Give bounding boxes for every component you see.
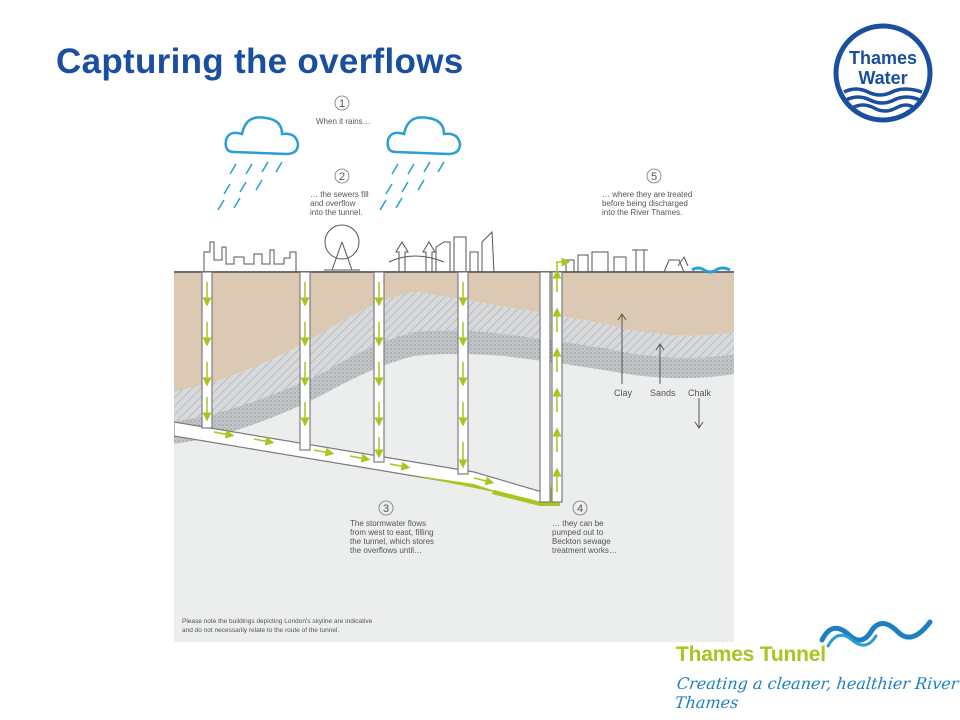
thames-tunnel-wave-icon (819, 619, 933, 648)
step-2-text-1: … the sewers fill (310, 190, 369, 199)
label-clay: Clay (614, 388, 633, 398)
step-3-number: 3 (383, 503, 389, 515)
label-chalk: Chalk (688, 388, 712, 398)
step-3-text-2: from west to east, filling (350, 528, 434, 537)
cloud-left-icon (224, 116, 300, 156)
label-sands: Sands (650, 388, 676, 398)
brand-name: Thames Tunnel (676, 643, 826, 666)
step-2-text-2: and overflow (310, 199, 356, 208)
step-4-number: 4 (577, 503, 583, 515)
step-5-text-2: before being discharged (602, 199, 688, 208)
brand-tagline: Creating a cleaner, healthier River Tham… (674, 674, 960, 712)
step-2-number: 2 (339, 171, 345, 183)
logo-line2: Water (858, 68, 907, 88)
disclaimer-line-1: Please note the buildings depicting Lond… (182, 618, 373, 625)
gravel-layer (174, 330, 734, 444)
step-2-text-3: into the tunnel. (310, 208, 362, 217)
slide-title: Capturing the overflows (56, 42, 464, 81)
step-3-text-4: the overflows until… (350, 546, 422, 555)
step-4-text-4: treatment works… (552, 546, 617, 555)
step-1-text: When it rains… (316, 117, 371, 126)
logo-line1: Thames (849, 48, 917, 68)
rain-left (217, 161, 283, 211)
clay-layer (174, 272, 734, 392)
sands-layer (174, 292, 734, 422)
step-5-number: 5 (651, 171, 657, 183)
tunnel-diagram: Clay Sands Chalk 1 When it rains… 2 … th… (174, 95, 734, 642)
step-4-text-3: Beckton sewage (552, 537, 611, 546)
step-4-text-1: … they can be (552, 519, 604, 528)
step-3-text-3: the tunnel, which stores (350, 537, 434, 546)
step-1-number: 1 (339, 98, 345, 110)
london-skyline (203, 224, 689, 273)
disclaimer-line-2: and do not necessarily relate to the rou… (182, 627, 339, 634)
flow-arrows (202, 269, 562, 492)
step-5-text-1: … where they are treated (602, 190, 692, 199)
cloud-right-icon (386, 116, 462, 156)
step-3-text-1: The stormwater flows (350, 519, 426, 528)
step-5-text-3: into the River Thames. (602, 208, 682, 217)
step-4-text-2: pumped out to (552, 528, 604, 537)
thames-water-logo: Thames Water (833, 23, 933, 123)
rain-right (379, 161, 445, 211)
